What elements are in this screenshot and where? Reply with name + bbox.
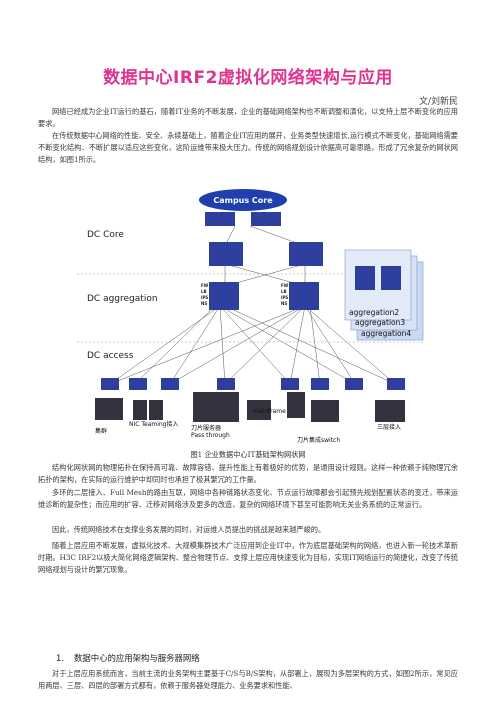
campus-switch-left [205, 212, 235, 226]
ips-label: IPS [201, 295, 208, 300]
blade-switch-label: 刀片集成switch [297, 436, 340, 444]
paragraph-4: 多环的二层接入、Full Mesh的路由互联，网络中各种链路状态变化、节点运行故… [38, 488, 458, 509]
paragraph-5: 因此，传统网络技术在支撑业务发展的同时，对运维人员提出的挑战是越来越严峻的。 [52, 525, 326, 534]
server-row [95, 392, 405, 422]
campus-core-label: Campus Core [213, 196, 273, 205]
core-switch-left [209, 242, 243, 266]
network-diagram: Campus Core DC Core DC aggregation DC ac… [77, 189, 425, 444]
dc-core-label: DC Core [87, 230, 124, 240]
fw-label-right: FW [281, 283, 289, 288]
paragraph-6: 随着上层应用不断发展，虚拟化技术、大规模集群技术广泛应用到企业IT中，作为底层基… [38, 541, 458, 574]
agg-switch-left [209, 282, 239, 310]
ips-label-right: IPS [281, 295, 288, 300]
dc-aggregation-label: DC aggregation [87, 294, 158, 304]
access-switches [101, 378, 405, 390]
section-heading: 1. 数据中心的应用架构与服务器网络 [56, 652, 200, 664]
lb-label: LB [201, 289, 207, 294]
campus-switch-right [251, 212, 281, 226]
aggregation2-label: aggregation2 [349, 308, 399, 317]
author-byline: 文/刘新民 [418, 97, 458, 107]
aggregation4-label: aggregation4 [361, 329, 411, 338]
pass-through-label: Pass through [191, 432, 230, 439]
mainframe-label: mainframe [253, 408, 286, 415]
nic-teaming-label: NIC Teaming接入 [129, 420, 179, 428]
ns-label-right: NS [281, 301, 287, 306]
cluster-label: 集群 [95, 427, 107, 435]
ns-label: NS [201, 301, 207, 306]
paragraph-3: 结构化网状网的物理拓扑在保持高可靠、故障容错、提升性能上有着极好的优势，是通用设… [38, 463, 458, 484]
tri-layer-label: 三层接入 [377, 423, 401, 431]
paragraph-1: 网络已经成为企业IT运行的基石，随着IT业务的不断发展，企业的基础网络架构也不断… [38, 107, 458, 128]
paragraph-2: 在传统数据中心网络的性能、安全、永续基础上，随着企业IT应用的展开，业务类型快速… [38, 131, 458, 164]
section-number: 1. [56, 653, 64, 663]
core-switch-right [289, 242, 323, 266]
fw-label: FW [201, 283, 209, 288]
blade-server-label: 刀片服务器 [191, 424, 221, 432]
lb-label-right: LB [281, 289, 287, 294]
agg2-switch-b [381, 266, 401, 290]
campus-core-cloud [199, 189, 287, 211]
paragraph-7: 对于上层应用系统而言，当前主流的业务架构主要基于C/S与B/S架构，从部署上，展… [38, 669, 458, 690]
figure-caption: 图1 企业数据中心IT基础架构网状网 [190, 450, 306, 459]
agg-switch-right [289, 282, 319, 310]
article-title: 数据中心IRF2虚拟化网络架构与应用 [103, 68, 393, 88]
dc-access-label: DC access [87, 351, 134, 361]
agg2-switch-a [355, 266, 375, 290]
aggregation3-label: aggregation3 [355, 318, 405, 327]
section-title: 数据中心的应用架构与服务器网络 [74, 653, 200, 663]
